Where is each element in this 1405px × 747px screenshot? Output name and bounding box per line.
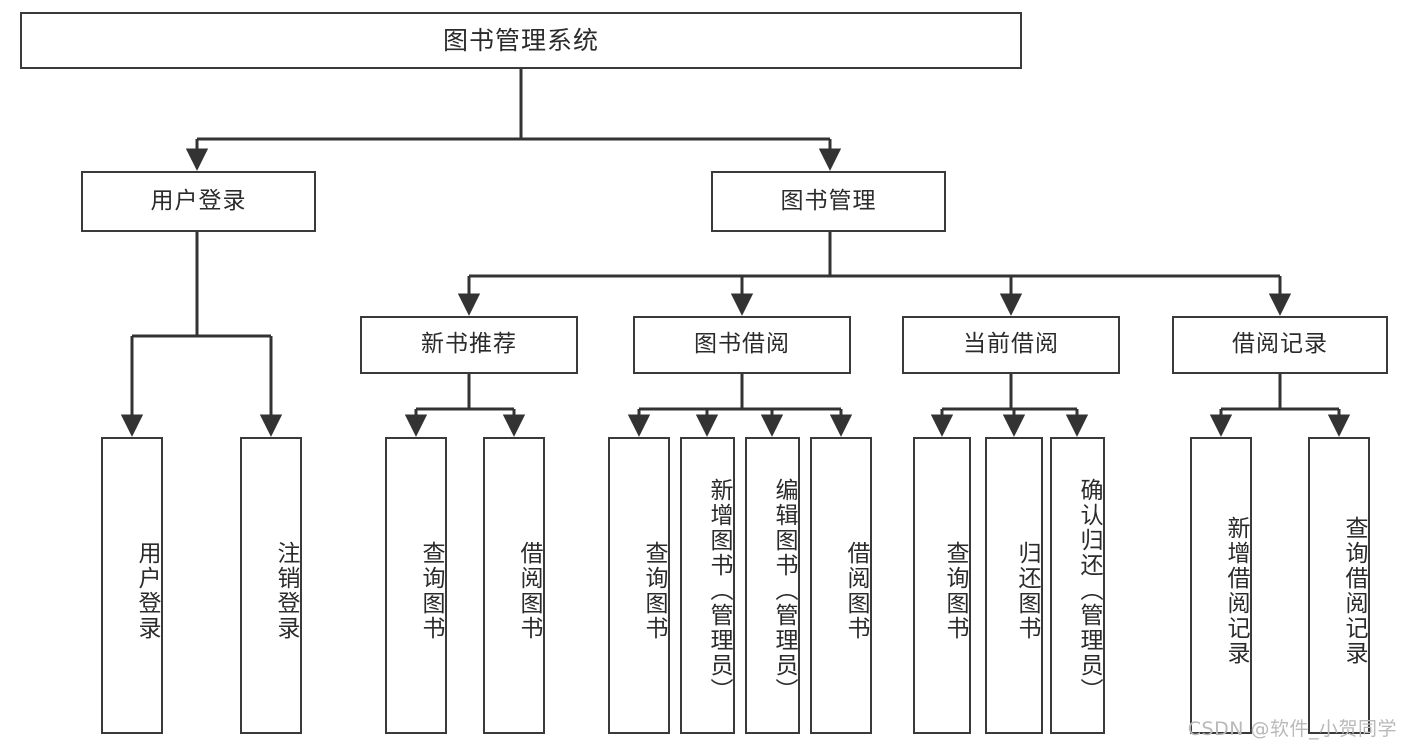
- node-label: 当前借阅: [963, 331, 1059, 358]
- node-cb-query-book[interactable]: 查询图书: [913, 437, 971, 734]
- node-label: 编辑图书（管理员）: [771, 478, 797, 703]
- edge-group-root: [185, 69, 842, 171]
- node-label: 归还图书: [1014, 540, 1040, 641]
- node-label: 新增借阅记录: [1223, 515, 1249, 666]
- node-label: 新书推荐: [421, 331, 517, 358]
- node-label: 图书管理: [780, 187, 877, 214]
- node-bb-edit-book[interactable]: 编辑图书（管理员）: [745, 437, 800, 734]
- edge-group-current-borrow: [930, 374, 1089, 437]
- node-new-book-recommend[interactable]: 新书推荐: [360, 316, 578, 374]
- node-user-login[interactable]: 用户登录: [81, 171, 316, 232]
- node-label: 查询借阅记录: [1341, 515, 1367, 666]
- node-label: 查询图书: [641, 540, 667, 641]
- node-br-add-record[interactable]: 新增借阅记录: [1190, 437, 1252, 734]
- node-cb-confirm-return[interactable]: 确认归还（管理员）: [1050, 437, 1105, 734]
- node-cb-return-book[interactable]: 归还图书: [985, 437, 1043, 734]
- node-bb-borrow-book[interactable]: 借阅图书: [810, 437, 872, 734]
- node-borrow-record[interactable]: 借阅记录: [1172, 316, 1388, 374]
- node-root-book-management-system[interactable]: 图书管理系统: [20, 12, 1022, 69]
- node-user-logout[interactable]: 注销登录: [240, 437, 302, 734]
- node-label: 用户登录: [134, 540, 160, 641]
- node-book-borrow[interactable]: 图书借阅: [633, 316, 851, 374]
- node-label: 图书管理系统: [442, 25, 599, 55]
- node-label: 查询图书: [942, 540, 968, 641]
- node-label: 注销登录: [273, 540, 299, 641]
- edge-group-book-manage: [457, 232, 1292, 316]
- node-label: 借阅记录: [1232, 331, 1328, 358]
- node-label: 查询图书: [418, 540, 444, 641]
- edge-group-user-login: [120, 232, 283, 437]
- node-bb-add-book[interactable]: 新增图书（管理员）: [680, 437, 735, 734]
- node-label: 用户登录: [150, 187, 247, 214]
- node-label: 新增图书（管理员）: [706, 478, 732, 703]
- node-user-login-do[interactable]: 用户登录: [101, 437, 163, 734]
- node-label: 借阅图书: [843, 540, 869, 641]
- node-br-query-record[interactable]: 查询借阅记录: [1308, 437, 1370, 734]
- node-nbr-borrow-book[interactable]: 借阅图书: [483, 437, 545, 734]
- csdn-watermark: CSDN @软件_小贺同学: [1187, 718, 1397, 740]
- edge-group-book-borrow: [627, 374, 853, 437]
- edge-group-new-book-recommend: [404, 374, 526, 437]
- node-book-manage[interactable]: 图书管理: [711, 171, 946, 232]
- node-label: 确认归还（管理员）: [1076, 478, 1102, 703]
- node-current-borrow[interactable]: 当前借阅: [902, 316, 1120, 374]
- edge-group-borrow-record: [1209, 374, 1351, 437]
- node-bb-query-book[interactable]: 查询图书: [608, 437, 670, 734]
- node-label: 图书借阅: [694, 331, 790, 358]
- node-nbr-query-book[interactable]: 查询图书: [385, 437, 447, 734]
- node-label: 借阅图书: [516, 540, 542, 641]
